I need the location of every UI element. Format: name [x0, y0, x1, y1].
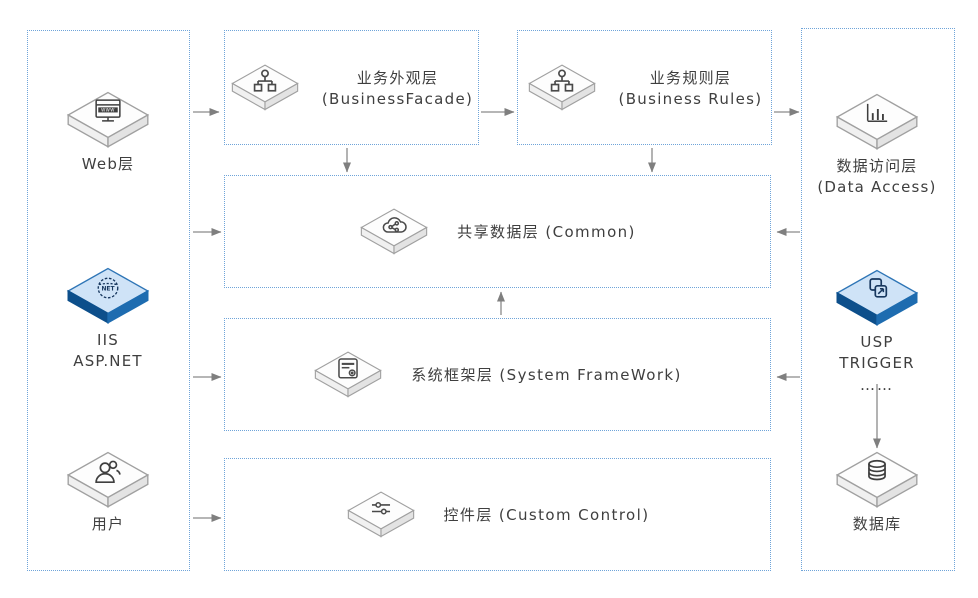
database-icon [835, 451, 919, 508]
user-icon [66, 451, 150, 508]
framework-layer-box: 系统框架层 (System FrameWork) [224, 318, 771, 431]
control-layer-box: 控件层 (Custom Control) [224, 458, 771, 571]
right-data-group-box [801, 28, 955, 571]
web-layer-label: Web层 [81, 155, 135, 173]
browser-icon: WWW [66, 91, 150, 148]
ellipsis-label: …… [860, 376, 894, 394]
svg-text:NET: NET [101, 285, 114, 292]
iis-label: IIS [97, 331, 119, 349]
database-label: 数据库 [852, 515, 902, 533]
svg-text:WWW: WWW [101, 108, 115, 113]
data-access-node: 数据访问层 (Data Access) [817, 92, 935, 198]
framework-layer-label: 系统框架层 (System FrameWork) [411, 366, 682, 384]
aspnet-label: ASP.NET [73, 352, 143, 370]
cloud-share-icon [360, 207, 428, 254]
user-node: 用户 [64, 450, 152, 535]
org-chart-icon [231, 63, 299, 110]
facade-title-en: (BusinessFacade) [321, 90, 474, 108]
facade-title-zh: 业务外观层 [356, 69, 439, 87]
left-client-group-box [27, 30, 190, 571]
org-chart-icon [527, 63, 596, 110]
business-rules-box: 业务规则层 (Business Rules) [517, 30, 772, 145]
common-layer-box: 共享数据层 (Common) [224, 175, 771, 288]
trigger-label: TRIGGER [839, 354, 915, 372]
user-label: 用户 [91, 515, 125, 533]
iis-aspnet-node: NET IIS ASP.NET [64, 266, 152, 372]
bar-chart-icon [835, 93, 919, 150]
database-node: 数据库 [833, 450, 921, 535]
form-card-icon [314, 350, 383, 397]
dotnet-globe-icon: NET [66, 267, 150, 324]
rules-title-zh: 业务规则层 [649, 69, 732, 87]
web-layer-node: WWW Web层 [64, 90, 152, 175]
usp-label: USP [860, 333, 894, 351]
common-layer-label: 共享数据层 (Common) [457, 223, 636, 241]
data-access-label-en: (Data Access) [817, 178, 937, 196]
swap-icon [835, 269, 919, 326]
control-layer-label: 控件层 (Custom Control) [443, 506, 650, 524]
sliders-icon [346, 490, 415, 537]
business-facade-box: 业务外观层 (BusinessFacade) [224, 30, 479, 145]
rules-title-en: (Business Rules) [618, 90, 763, 108]
usp-trigger-node: USP TRIGGER …… [833, 268, 921, 394]
data-access-label-zh: 数据访问层 [836, 157, 918, 175]
